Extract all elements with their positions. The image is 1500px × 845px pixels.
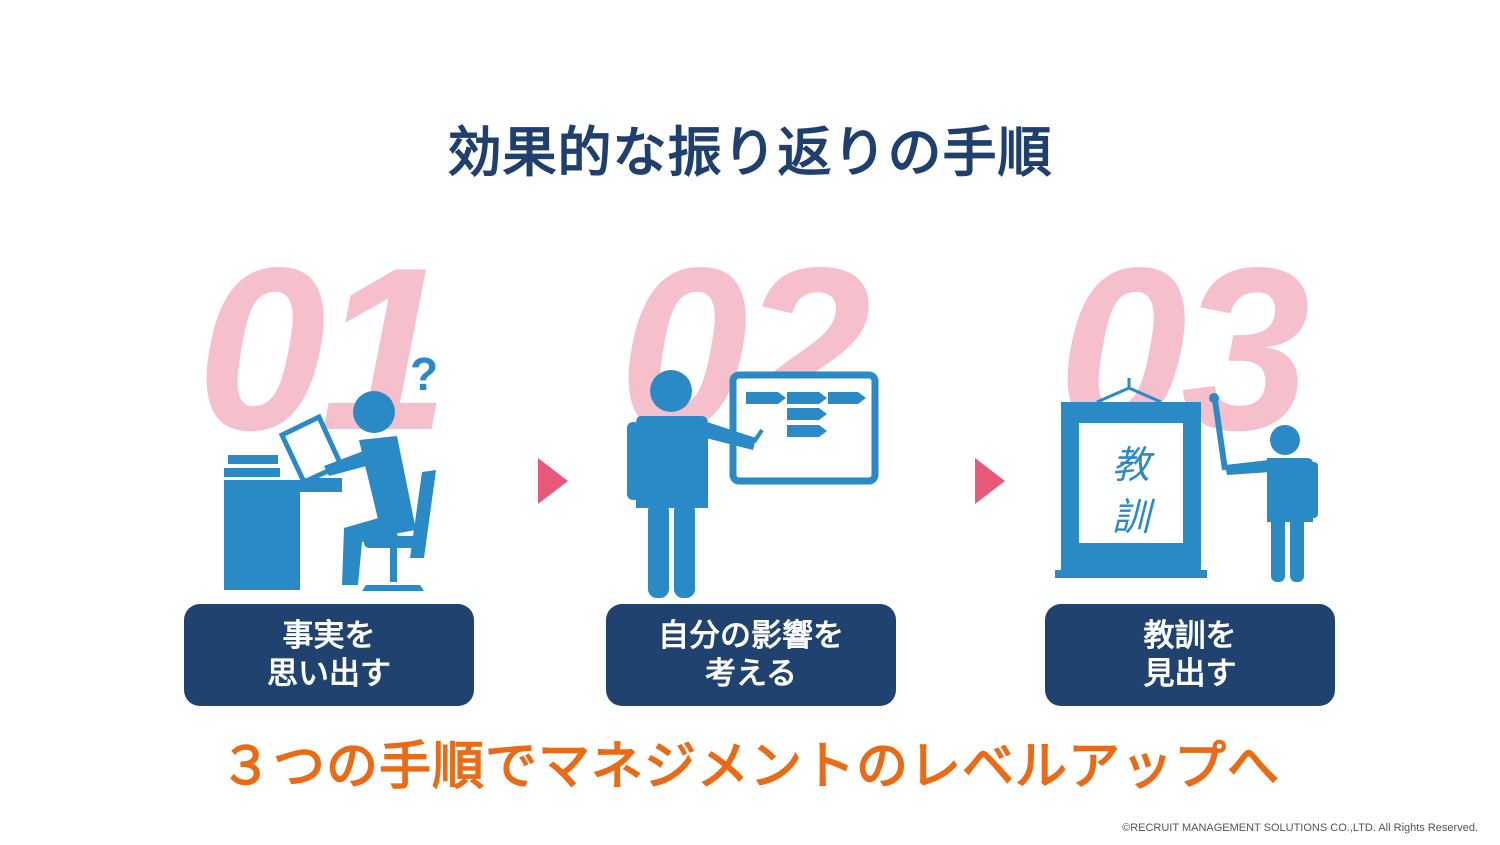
copyright-notice: ©RECRUIT MANAGEMENT SOLUTIONS CO.,LTD. A… [1122,822,1478,834]
step-label-2-line1: 自分の影響を [658,618,844,654]
step-label-1-line2: 思い出す [267,656,391,692]
person-with-scroll-icon: 教 訓 [1055,378,1318,582]
step-label-3-line1: 教訓を [1143,618,1237,654]
scroll-char-1: 教 [1112,443,1155,487]
page-title: 効果的な振り返りの手順 [447,121,1053,184]
arrow-right-icon [975,458,1005,504]
step-2: 02 自分の影響を 考える [606,234,906,710]
person-at-desk-icon: ? [224,348,438,591]
person-presenting-icon [627,370,879,598]
step-1: 01 ? 事実を 思い出す [184,234,484,710]
tagline: ３つの手順でマネジメントのレベルアップへ [219,737,1280,797]
step-label-2: 自分の影響を 考える [606,604,896,706]
step-label-3: 教訓を 見出す [1045,604,1335,706]
step-3: 03 教 訓 教訓を 見出す [1045,234,1345,710]
step-label-3-line2: 見出す [1143,656,1237,692]
question-mark-icon: ? [410,348,438,400]
step-label-1: 事実を 思い出す [184,604,474,706]
step-label-1-line1: 事実を [282,618,376,654]
arrow-right-icon [538,458,568,504]
scroll-char-2: 訓 [1112,495,1156,539]
step-label-2-line2: 考える [704,656,798,692]
